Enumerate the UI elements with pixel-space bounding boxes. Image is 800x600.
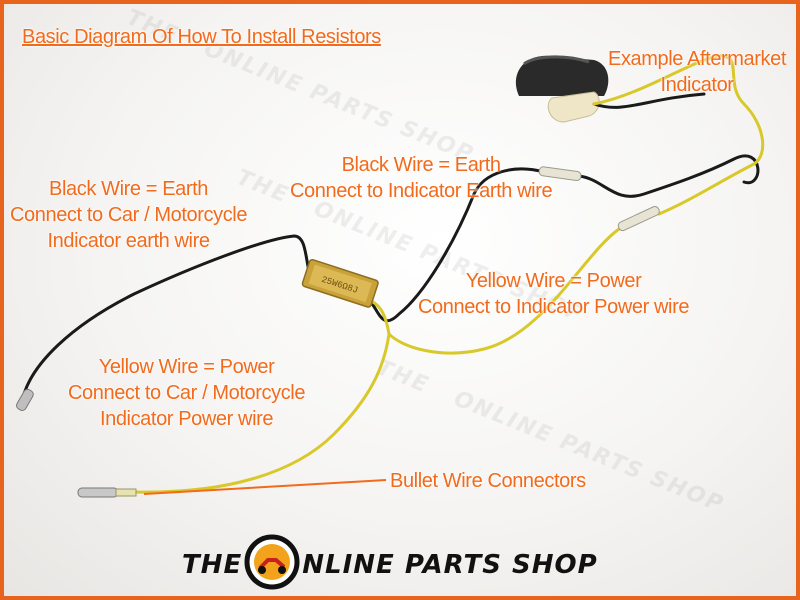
label-line: Yellow Wire = Power [465, 270, 642, 292]
yellow-wire-indicator-label: Yellow Wire = Power Connect to Indicator… [418, 268, 689, 320]
aftermarket-indicator-label: Example Aftermarket Indicator [608, 46, 786, 98]
wiring-diagram: 25W6Ω8J [16, 54, 765, 498]
black-wire [20, 92, 760, 404]
label-line: Connect to Car / Motorcycle [68, 382, 306, 404]
indicator-lamp [515, 55, 609, 123]
logo-word: NLINE PARTS SHOP [302, 550, 598, 580]
label-line: Black Wire = Earth [341, 154, 501, 176]
resistor: 25W6Ω8J [301, 258, 379, 308]
diagram-title: Basic Diagram Of How To Install Resistor… [22, 26, 381, 48]
black-wire-indicator-label: Black Wire = Earth Connect to Indicator … [290, 152, 553, 204]
brand-logo: THE NLINE PARTS SHOP [182, 550, 598, 580]
label-line: Connect to Indicator Power wire [418, 296, 690, 318]
inline-connector [538, 166, 582, 182]
pointer-arrow [143, 479, 387, 495]
bullet-connector [77, 487, 137, 498]
label-line: Connect to Car / Motorcycle [10, 204, 248, 226]
bullet-connector [16, 388, 34, 411]
yellow-wire [132, 54, 765, 494]
label-line: Indicator earth wire [47, 230, 210, 252]
yellow-wire-vehicle-label: Yellow Wire = Power Connect to Car / Mot… [68, 354, 305, 432]
inline-connector [617, 205, 660, 232]
label-line: Indicator [660, 74, 734, 96]
logo-badge-icon [244, 534, 300, 590]
label-line: Connect to Indicator Earth wire [290, 180, 553, 202]
label-line: Black Wire = Earth [49, 178, 209, 200]
black-wire-vehicle-label: Black Wire = Earth Connect to Car / Moto… [10, 176, 247, 254]
label-line: Yellow Wire = Power [98, 356, 275, 378]
logo-word: THE [182, 550, 243, 580]
label-line: Example Aftermarket [608, 48, 787, 70]
label-line: Indicator Power wire [99, 408, 274, 430]
bullet-connectors-label: Bullet Wire Connectors [390, 470, 586, 492]
